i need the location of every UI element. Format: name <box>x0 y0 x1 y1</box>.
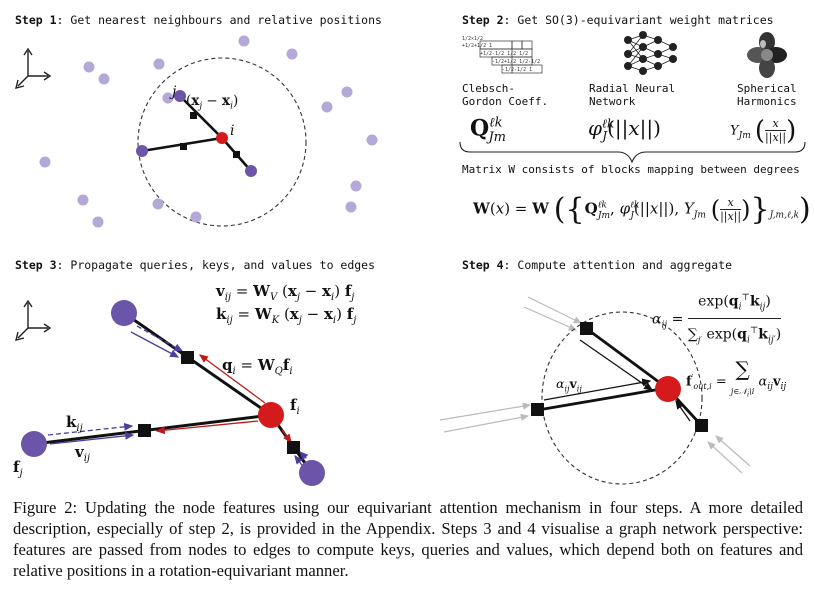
label-fi: fi <box>290 396 300 417</box>
rnn-symbol: φℓkJ(||x||) <box>588 116 661 143</box>
step4-graph <box>440 296 751 485</box>
figure-caption: Figure 2: Updating the node features usi… <box>13 498 803 580</box>
svg-text:-1/2-1/2 1: -1/2-1/2 1 <box>502 67 532 73</box>
label-alpha-v: αijvij <box>556 376 582 394</box>
eq-q: qi = WQfi <box>222 356 293 377</box>
step1-number: Step 1 <box>15 13 57 27</box>
distant-nodes <box>39 35 378 228</box>
neighbour-node <box>136 145 148 157</box>
cg-table-icon <box>479 40 543 74</box>
brace <box>459 141 806 164</box>
step2-title-text: : Get SO(3)-equivariant weight matrices <box>503 13 774 27</box>
cg-label: Clebsch-Gordon Coeff. <box>462 82 549 108</box>
step4-title-text: : Compute attention and aggregate <box>503 258 733 272</box>
sh-symbol: YJm (x||x||) <box>730 116 797 146</box>
node-top <box>111 300 137 326</box>
step2-number: Step 2 <box>462 13 504 27</box>
axes-icon <box>15 47 52 89</box>
spherical-harmonics-icon <box>747 32 787 78</box>
eq-k: kij = WK (xj − xi) fj <box>216 305 357 326</box>
step3-title: Step 3: Propagate queries, keys, and val… <box>15 258 375 272</box>
node-bottom <box>299 460 325 486</box>
step1-title-text: : Get nearest neighbours and relative po… <box>56 13 382 27</box>
step1-graph <box>15 35 378 228</box>
attention-equation: αij = exp(qi⊤kij)∑j′ exp(qi⊤kij′) <box>652 287 782 352</box>
cg-symbol: QℓkJm <box>470 115 507 145</box>
aggregation-ellipse <box>541 311 703 485</box>
node-i <box>258 402 284 428</box>
step3-number: Step 3 <box>15 258 57 272</box>
svg-text:1/2×1/2: 1/2×1/2 <box>462 36 483 42</box>
w-equation: W(x) = W ({QℓkJm, φℓkJ(||x||), YJm (x||x… <box>473 192 811 227</box>
step4-panel: Step 4: Compute attention and aggregate <box>440 250 815 490</box>
neural-network-icon <box>627 34 674 72</box>
label-fj: fj <box>13 458 23 479</box>
node-i <box>655 376 681 402</box>
step3-graph <box>15 299 325 486</box>
step4-number: Step 4 <box>462 258 504 272</box>
step2-icons: 1/2×1/2 +1/2+1/2 1 +1/2-1/2 1/2 1/2 -1/2… <box>459 31 806 164</box>
rel-pos-label: (xj − xi) <box>186 93 239 112</box>
step3-panel: Step 3: Propagate queries, keys, and val… <box>0 250 420 490</box>
svg-text:+1/2+1/2 1: +1/2+1/2 1 <box>462 43 492 49</box>
step1-panel: Step 1: Get nearest neighbours and relat… <box>0 0 400 250</box>
axes-icon <box>15 299 52 341</box>
center-node-i <box>216 132 228 144</box>
step1-title: Step 1: Get nearest neighbours and relat… <box>15 13 382 27</box>
matrix-description: Matrix W consists of blocks mapping betw… <box>462 163 800 176</box>
svg-text:+1/2-1/2 1/2 1/2: +1/2-1/2 1/2 1/2 <box>480 51 528 57</box>
label-vij: vij <box>75 443 91 464</box>
svg-text:-1/2+1/2 1/2-1/2: -1/2+1/2 1/2-1/2 <box>492 59 540 65</box>
step3-title-text: : Propagate queries, keys, and values to… <box>56 258 376 272</box>
neighbourhood-circle <box>137 57 307 227</box>
step4-title: Step 4: Compute attention and aggregate <box>462 258 732 272</box>
eq-v: vij = WV (xj − xi) fj <box>216 282 355 303</box>
aggregation-equation: f′out,i = ∑j∈𝒩i\i αijvij <box>686 357 787 399</box>
step2-title: Step 2: Get SO(3)-equivariant weight mat… <box>462 13 774 27</box>
label-i: i <box>230 123 235 139</box>
step2-panel: Step 2: Get SO(3)-equivariant weight mat… <box>440 0 815 250</box>
label-kij: kij <box>66 413 83 434</box>
neighbour-node-j <box>174 90 186 102</box>
label-j: j <box>172 84 177 100</box>
neighbour-node <box>245 165 257 177</box>
node-j <box>21 431 47 457</box>
